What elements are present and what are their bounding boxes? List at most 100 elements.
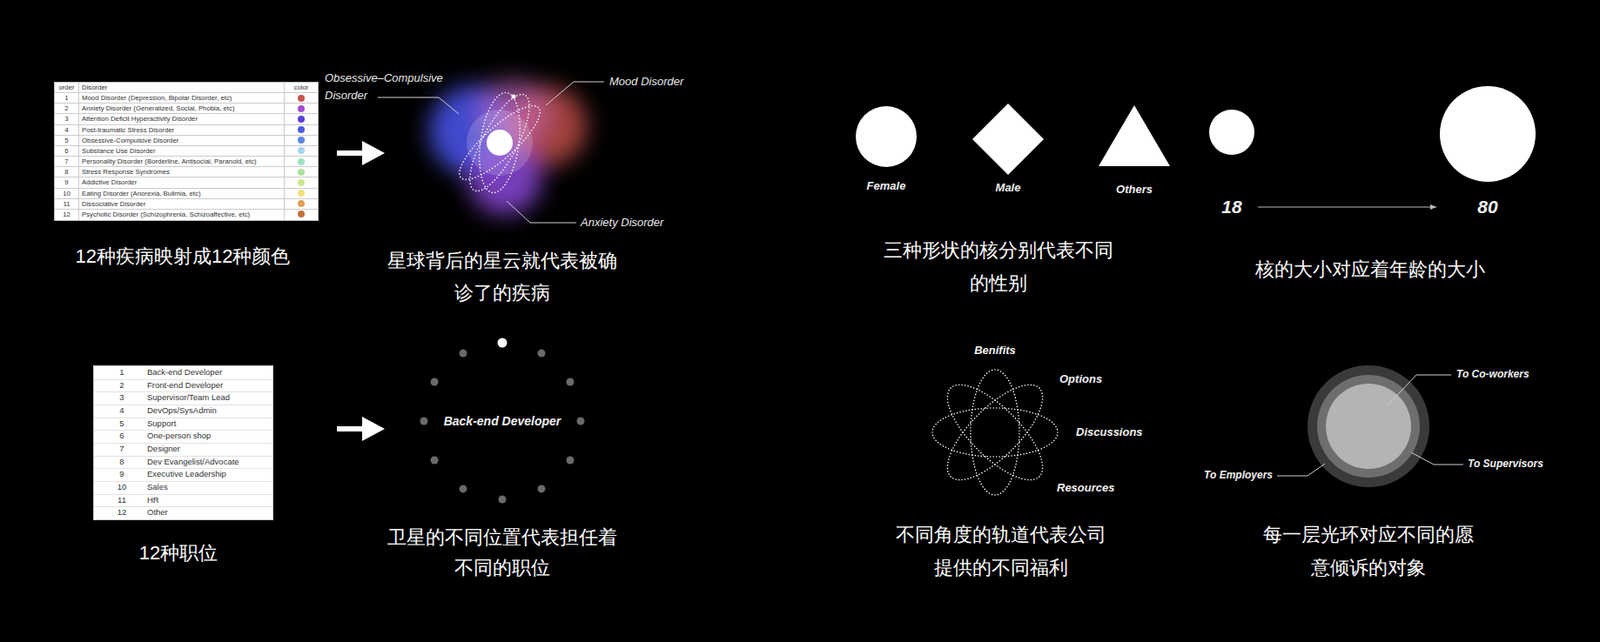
job-title: Dev Evangelist/Advocate: [147, 456, 240, 470]
node-shape: [1098, 105, 1170, 167]
ring-label: To Employers: [1203, 469, 1273, 483]
satellite-dot: [420, 417, 429, 426]
core-circle: [855, 106, 917, 168]
job-number: 2: [106, 379, 138, 393]
satellite-dot: [459, 349, 468, 358]
job-title: Support: [147, 417, 176, 431]
row-number: 2: [54, 103, 80, 115]
table-cell: [284, 177, 318, 189]
halo-rings: [1307, 365, 1430, 488]
color-swatch: [297, 210, 305, 218]
row-number: 5: [54, 135, 80, 147]
color-swatch: [297, 200, 305, 208]
job-title: DevOps/SysAdmin: [147, 404, 217, 418]
job-number: 11: [106, 494, 138, 508]
satellite-dot: [459, 484, 468, 493]
callout-label: Anxiety Disorder: [580, 214, 664, 232]
row-rule: [94, 404, 273, 406]
table-header: Disorder: [79, 82, 285, 94]
caption: 12种职位: [139, 537, 218, 570]
job-title: Sales: [147, 481, 169, 495]
table-cell: [284, 103, 318, 115]
table-cell: [284, 114, 318, 125]
benefit-orbits: [932, 369, 1058, 496]
satellite-dot: [497, 338, 508, 349]
row-rule: [94, 443, 273, 444]
row-number: 8: [54, 167, 80, 178]
color-swatch: [297, 105, 305, 113]
disorder-name: Obsessive-Compulsive Disorder: [79, 135, 285, 147]
callout-label: Obsessive–Compulsive Disorder: [324, 69, 456, 105]
arrow: [336, 141, 385, 442]
job-number: 4: [106, 404, 138, 418]
caption: 卫星的不同位置代表担任着 不同的职位: [385, 522, 619, 584]
disorder-name: Post-traumatic Stress Disorder: [79, 125, 285, 136]
row-rule: [94, 430, 273, 431]
color-swatch: [297, 147, 305, 155]
caption: 每一层光环对应不同的愿 意倾诉的对象: [1261, 518, 1476, 585]
shape-node: Others: [1098, 105, 1170, 197]
satellite-dot: [537, 349, 546, 358]
connector-line: [1257, 206, 1437, 208]
planet: [450, 87, 549, 199]
job-title: One-person shop: [147, 430, 211, 444]
disorder-name: Eating Disorder (Anorexia, Bulimia, etc): [79, 188, 285, 200]
table-cell: [284, 146, 318, 157]
table-cell: [284, 167, 318, 178]
table-cell: [284, 93, 318, 104]
job-number: 9: [106, 468, 138, 482]
satellite-dot: [498, 496, 507, 505]
color-swatch: [297, 158, 305, 166]
satellite-dot: [565, 378, 574, 387]
node-shape: [1439, 86, 1536, 182]
row-number: 11: [54, 199, 80, 210]
connector: [1257, 204, 1437, 210]
node-shape: [972, 103, 1044, 175]
table-cell: [284, 199, 318, 210]
caption: 三种形状的核分别代表不同 的性别: [881, 234, 1116, 301]
shape-node: 18: [1209, 109, 1255, 218]
node-label: Male: [972, 181, 1044, 195]
disorder-name: Dissociative Disorder: [79, 199, 285, 210]
job-number: 6: [106, 430, 138, 444]
ring-label: To Co-workers: [1456, 368, 1530, 382]
arrow-head: [1430, 204, 1437, 210]
row-number: 4: [54, 125, 80, 136]
disorder-table: orderDisordercolor1Mood Disorder (Depres…: [53, 81, 319, 222]
callout-label: Mood Disorder: [609, 73, 684, 91]
core-diamond: [972, 103, 1044, 175]
orbit-label: Discussions: [1075, 425, 1143, 440]
table-cell: [284, 125, 318, 136]
row-rule: [94, 456, 273, 458]
orbit-label: Options: [1059, 372, 1103, 387]
job-title: Supervisor/Team Lead: [147, 391, 230, 405]
core-triangle: [1098, 105, 1170, 167]
ring-label: To Supervisors: [1467, 457, 1544, 471]
caption: 不同角度的轨道代表公司 提供的不同福利: [894, 518, 1109, 585]
disorder-name: Attention Deficit Hyperactivity Disorder: [79, 114, 285, 125]
node-label: 80: [1439, 196, 1536, 218]
row-number: 9: [54, 177, 80, 189]
job-number: 5: [106, 417, 138, 431]
table-cell: [284, 135, 318, 147]
satellite-dot: [537, 484, 546, 493]
job-number: 3: [106, 391, 138, 405]
satellite-dot: [577, 417, 585, 426]
job-number: 10: [106, 481, 138, 495]
nebula: [429, 78, 587, 216]
job-title: Other: [147, 506, 169, 520]
table-cell: [284, 156, 318, 168]
row-rule: [94, 506, 273, 508]
job-number: 1: [106, 366, 138, 380]
core-circle: [1209, 109, 1255, 155]
node-shape: [855, 106, 917, 168]
disorder-name: Psychotic Disorder (Schizophrenia, Schiz…: [79, 209, 285, 221]
job-number: 12: [106, 506, 138, 520]
job-title: HR: [147, 494, 160, 508]
job-number: 8: [106, 456, 138, 470]
leader-line: [1277, 375, 1464, 477]
table-header: order: [54, 82, 80, 94]
job-title: Executive Leadership: [147, 468, 227, 482]
caption: 星球背后的星云就代表被确 诊了的疾病: [385, 244, 619, 310]
row-rule: [94, 494, 273, 496]
